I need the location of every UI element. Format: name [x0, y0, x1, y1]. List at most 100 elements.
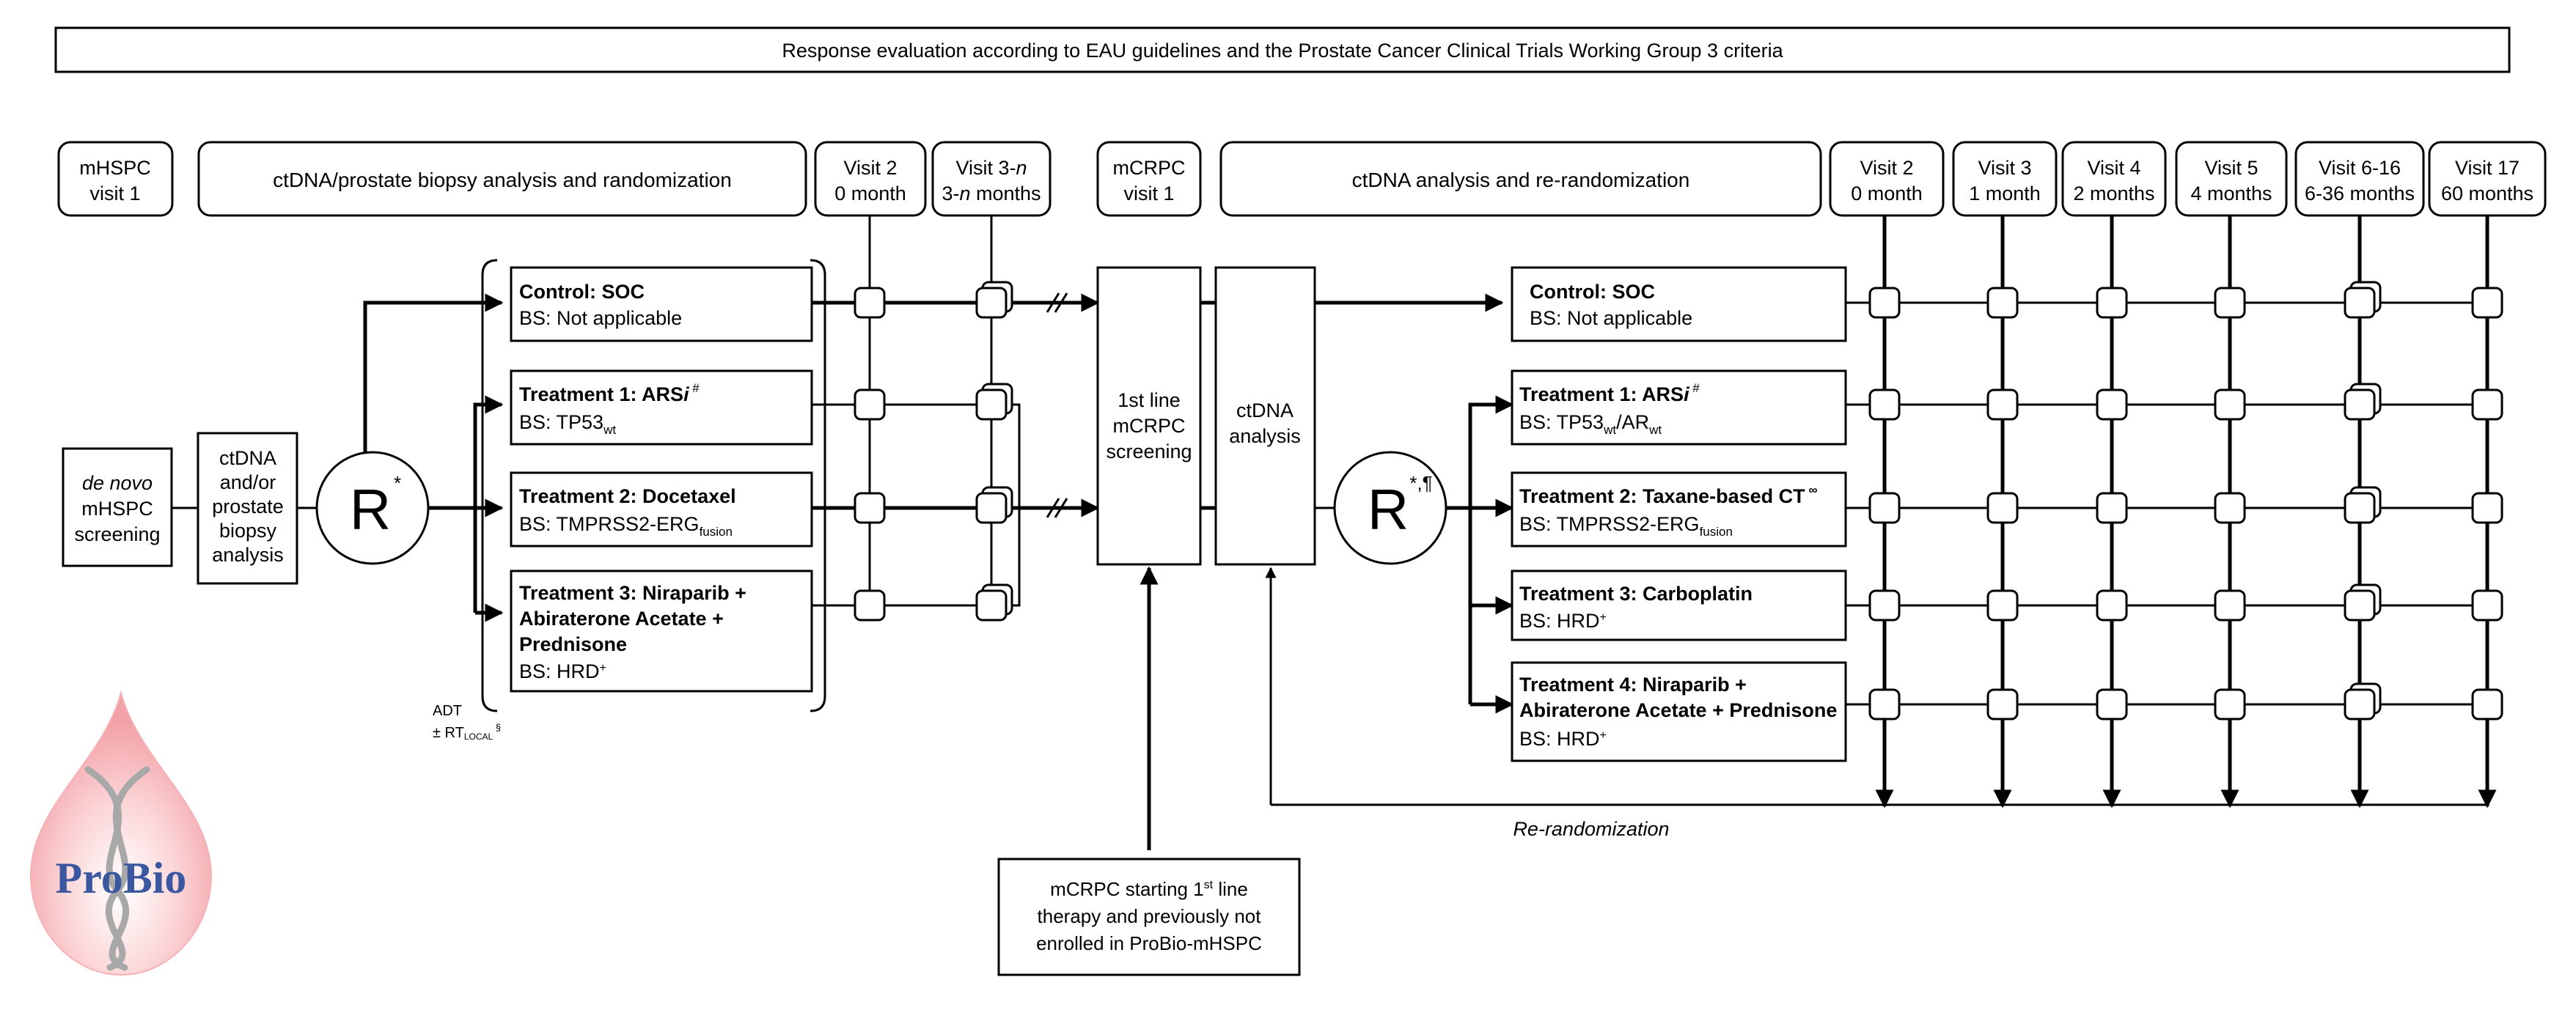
svg-text:Control: SOC: Control: SOC [1530, 281, 1655, 303]
svg-text:analysis: analysis [1229, 425, 1301, 447]
left-arm-treatment-1: Treatment 1: ARSi # BS: TP53wt [510, 369, 813, 446]
right-nodes [1868, 281, 2503, 720]
visit-node [2471, 688, 2503, 720]
left-break-top [1046, 292, 1100, 313]
svg-text:analysis: analysis [212, 544, 284, 566]
svg-text:60 months: 60 months [2441, 183, 2533, 204]
svg-text:visit 1: visit 1 [1123, 183, 1174, 204]
rerandomization-label: Re-randomization [1513, 818, 1669, 840]
visit-node [2344, 287, 2376, 319]
header-ctdna-rerandomization: ctDNA analysis and re-randomization [1219, 141, 1822, 217]
svg-text:Visit 3-n: Visit 3-n [955, 157, 1027, 179]
analysis-box: ctDNA and/or prostate biopsy analysis [197, 432, 298, 585]
visit-node [2344, 492, 2376, 524]
visit-node [1986, 388, 2019, 421]
svg-text:2 months: 2 months [2073, 183, 2154, 204]
svg-text:de novo: de novo [82, 472, 153, 494]
svg-text:*,¶: *,¶ [1409, 472, 1432, 494]
svg-text:± RTLOCAL §: ± RTLOCAL § [433, 722, 501, 742]
header-mcrpc-visit1: mCRPC visit 1 [1096, 141, 1202, 217]
screening-box: de novo mHSPC screening [62, 447, 173, 567]
visit-node [2344, 388, 2376, 421]
randomizer-left: R * [315, 451, 430, 565]
svg-text:BS: HRD+: BS: HRD+ [1519, 610, 1607, 632]
header-visit-3n-left: Visit 3-n 3-n months [931, 141, 1052, 217]
svg-text:ctDNA analysis and re-randomiz: ctDNA analysis and re-randomization [1352, 169, 1690, 191]
visit-node [2471, 492, 2503, 524]
svg-text:Treatment 3: Niraparib +: Treatment 3: Niraparib + [519, 582, 746, 604]
visit-node [1868, 688, 1901, 720]
svg-text:3-n months: 3-n months [942, 183, 1041, 204]
visit-node [2096, 388, 2128, 421]
svg-text:screening: screening [1106, 441, 1192, 462]
probio-logo-text: ProBio [56, 854, 187, 902]
visit-node [2471, 589, 2503, 622]
left-arm-treatment-3: Treatment 3: Niraparib + Abiraterone Ace… [510, 570, 813, 693]
svg-text:screening: screening [74, 523, 160, 545]
visit-node [2214, 688, 2246, 720]
svg-text:BS: TMPRSS2-ERGfusion: BS: TMPRSS2-ERGfusion [519, 513, 733, 539]
visit-node [1986, 589, 2019, 622]
svg-text:BS: HRD+: BS: HRD+ [519, 660, 606, 682]
rerandomization-loop: Re-randomization [1265, 567, 2487, 840]
header-visit-3-right: Visit 3 1 month [1952, 141, 2058, 217]
header-visit-4-right: Visit 4 2 months [2061, 141, 2167, 217]
svg-text:mCRPC: mCRPC [1113, 415, 1186, 437]
header-visit-5-right: Visit 5 4 months [2175, 141, 2288, 217]
visit-node [1868, 287, 1901, 319]
header-visit-17-right: Visit 17 60 months [2428, 141, 2547, 217]
svg-text:0 month: 0 month [834, 183, 906, 204]
svg-text:Treatment 2: Docetaxel: Treatment 2: Docetaxel [519, 485, 736, 507]
svg-text:Control: SOC: Control: SOC [519, 281, 645, 303]
svg-text:R: R [1368, 477, 1409, 542]
svg-text:ctDNA/prostate biopsy analysis: ctDNA/prostate biopsy analysis and rando… [273, 169, 732, 191]
visit-node [2096, 688, 2128, 720]
svg-text:Visit 4: Visit 4 [2087, 157, 2140, 179]
visit-node [2471, 287, 2503, 319]
svg-text:Treatment 3: Carboplatin: Treatment 3: Carboplatin [1519, 583, 1753, 605]
ctdna-analysis-box: ctDNA analysis [1214, 266, 1316, 566]
first-line-mcrpc-screening-box: 1st line mCRPC screening [1096, 266, 1202, 566]
svg-text:0 month: 0 month [1851, 183, 1923, 204]
svg-text:therapy and previously not: therapy and previously not [1038, 905, 1262, 927]
svg-text:Treatment 1: ARSi #: Treatment 1: ARSi # [1519, 381, 1700, 405]
svg-text:ctDNA: ctDNA [1236, 399, 1293, 421]
svg-text:ADT: ADT [433, 703, 462, 719]
left-nodes [854, 281, 1013, 622]
visit-node [1868, 492, 1901, 524]
svg-text:4 months: 4 months [2190, 183, 2272, 204]
svg-text:BS: TP53wt: BS: TP53wt [519, 411, 616, 437]
visit-node [2214, 388, 2246, 421]
left-arm-treatment-2: Treatment 2: Docetaxel BS: TMPRSS2-ERGfu… [510, 471, 813, 548]
svg-text:mCRPC starting 1st line: mCRPC starting 1st line [1050, 878, 1248, 900]
svg-text:and/or: and/or [220, 471, 276, 493]
right-visit-grid [1846, 215, 2497, 808]
header-mhspc-visit1: mHSPC visit 1 [57, 141, 174, 217]
svg-text:1st line: 1st line [1118, 389, 1181, 411]
svg-text:prostate: prostate [212, 495, 284, 517]
svg-text:BS: Not applicable: BS: Not applicable [519, 307, 682, 329]
visit-node [1986, 287, 2019, 319]
svg-text:Abiraterone Acetate + Predniso: Abiraterone Acetate + Prednisone [1519, 699, 1837, 721]
randomizer-right: R *,¶ [1333, 451, 1447, 565]
svg-text:mCRPC: mCRPC [1113, 157, 1186, 179]
svg-text:6-36 months: 6-36 months [2305, 183, 2415, 204]
svg-text:*: * [394, 472, 401, 494]
visit-node [2214, 589, 2246, 622]
visit-node [2214, 492, 2246, 524]
left-arm-control: Control: SOC BS: Not applicable [510, 266, 813, 342]
visit-node [1868, 388, 1901, 421]
svg-text:visit 1: visit 1 [89, 183, 140, 204]
mcrpc-entry-box: mCRPC starting 1st line therapy and prev… [997, 858, 1301, 976]
visit-node [2471, 388, 2503, 421]
svg-text:Prednisone: Prednisone [519, 633, 627, 655]
title-box [54, 26, 2511, 73]
svg-text:ctDNA: ctDNA [219, 447, 276, 469]
svg-text:mHSPC: mHSPC [79, 157, 151, 179]
svg-text:Visit 17: Visit 17 [2455, 157, 2520, 179]
right-arm-treatment-2: Treatment 2: Taxane-based CT ∞ BS: TMPRS… [1511, 471, 1847, 548]
adt-label: ADT ± RTLOCAL § [433, 703, 501, 742]
visit-node [2096, 287, 2128, 319]
svg-text:Visit 6-16: Visit 6-16 [2319, 157, 2401, 179]
